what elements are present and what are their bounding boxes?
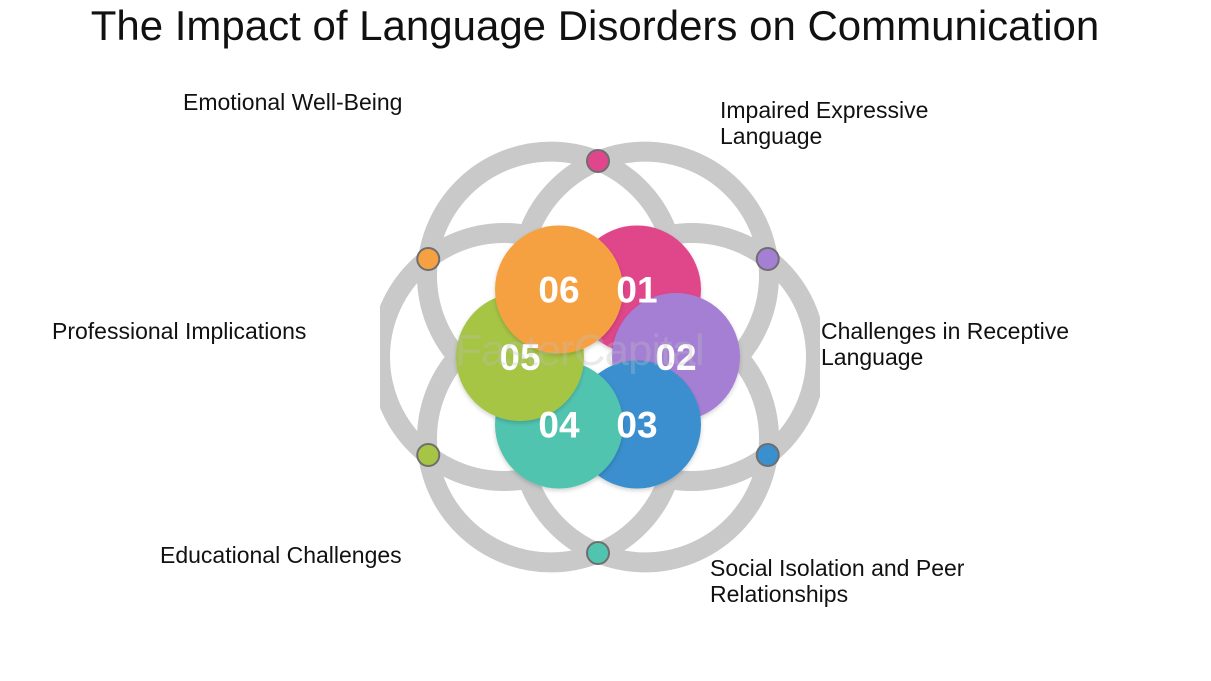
flower-diagram: 01 02 03 04 05 06 xyxy=(380,135,820,585)
label-line: Relationships xyxy=(710,581,849,607)
petal-number-04: 04 xyxy=(538,405,580,446)
petal-number-03: 03 xyxy=(616,405,657,446)
page-title: The Impact of Language Disorders on Comm… xyxy=(90,2,1100,49)
petal-group xyxy=(456,225,740,489)
label-line: Challenges in Receptive xyxy=(821,318,1070,344)
label-line: Emotional Well-Being xyxy=(183,89,403,115)
flower-diagram-svg: 01 02 03 04 05 06 xyxy=(380,141,820,573)
petal-number-01: 01 xyxy=(616,269,657,310)
connector-dot-professional-implications xyxy=(416,443,441,467)
ring-group xyxy=(380,141,820,573)
petal-number-06: 06 xyxy=(538,269,579,310)
petal-emotional-well-being xyxy=(495,225,623,354)
label-challenges-receptive-language: Challenges in Receptive Language xyxy=(821,318,1069,370)
connector-dot-group xyxy=(416,149,780,565)
petal-circle-emotional-well-being xyxy=(495,225,623,354)
connector-dot-challenges-receptive-language xyxy=(755,247,780,271)
label-professional-implications: Professional Implications xyxy=(52,318,306,344)
petal-number-02: 02 xyxy=(655,337,696,378)
label-line: Impaired Expressive xyxy=(720,97,929,123)
label-educational-challenges: Educational Challenges xyxy=(160,542,402,568)
connector-dot-educational-challenges xyxy=(586,541,610,565)
connector-dot-emotional-well-being xyxy=(416,247,441,271)
label-line: Language xyxy=(821,344,924,370)
label-line: Social Isolation and Peer xyxy=(710,555,965,581)
label-line: Professional Implications xyxy=(52,318,307,344)
connector-dot-impaired-expressive-language xyxy=(586,149,610,173)
label-social-isolation: Social Isolation and Peer Relationships xyxy=(710,555,964,607)
label-impaired-expressive-language: Impaired Expressive Language xyxy=(720,97,928,149)
connector-dot-social-isolation xyxy=(755,443,780,467)
number-group: 01 02 03 04 05 06 xyxy=(499,269,696,445)
label-line: Language xyxy=(720,123,823,149)
petal-number-05: 05 xyxy=(499,337,540,378)
label-line: Educational Challenges xyxy=(160,542,402,568)
label-emotional-well-being: Emotional Well-Being xyxy=(183,89,402,115)
